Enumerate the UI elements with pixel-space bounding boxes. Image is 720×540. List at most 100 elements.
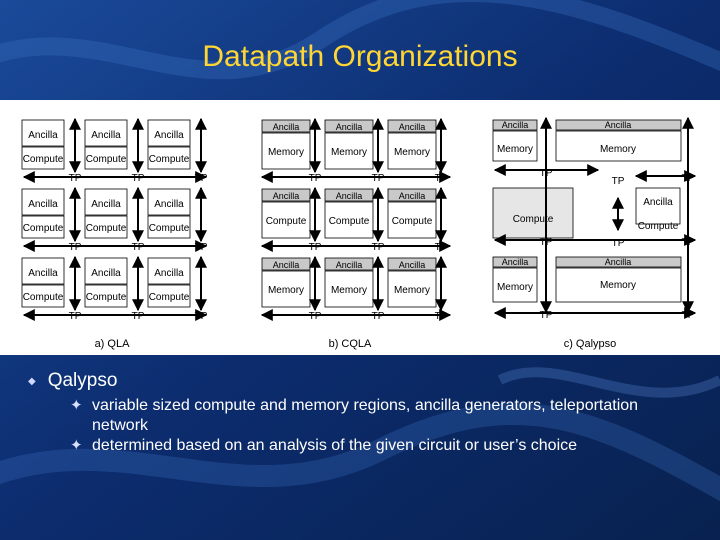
ancilla-cell (492, 256, 538, 268)
memory-label: Memory (331, 285, 367, 296)
ancilla-label: Ancilla (91, 268, 121, 279)
ancilla-label: Ancilla (336, 260, 363, 270)
subbullet-text: variable sized compute and memory region… (92, 397, 639, 434)
compute-cell (492, 187, 574, 239)
compute-label: Compute (392, 216, 433, 227)
memory-label: Memory (268, 147, 304, 158)
subbullet-item: ✦ variable sized compute and memory regi… (70, 396, 668, 436)
datapath-figure: AncillaComputeTPAncillaComputeTPAncillaC… (0, 100, 720, 355)
compute-label: Compute (86, 292, 127, 303)
tp-label: TP (132, 173, 145, 184)
memory-cell (492, 267, 538, 303)
ancilla-label: Ancilla (643, 197, 673, 208)
compute-cell (84, 215, 128, 239)
ancilla-label: Ancilla (336, 191, 363, 201)
tp-label: TP (69, 173, 82, 184)
memory-cell (387, 132, 437, 170)
memory-cell (261, 270, 311, 308)
memory-cell (555, 267, 682, 303)
caption-qalypso: c) Qalypso (564, 338, 617, 350)
tp-label: TP (309, 173, 322, 184)
ancilla-label: Ancilla (502, 120, 529, 130)
ancilla-cell (21, 119, 65, 147)
caption-qla: a) QLA (95, 338, 131, 350)
compute-label: Compute (149, 223, 190, 234)
slide-title: Datapath Organizations (202, 40, 518, 73)
memory-label: Memory (600, 144, 636, 155)
memory-label: Memory (331, 147, 367, 158)
compute-label: Compute (86, 154, 127, 165)
ancilla-cell (147, 119, 191, 147)
ancilla-label: Ancilla (336, 122, 363, 132)
tp-label: TP (372, 173, 385, 184)
star-bullet-icon: ✦ (70, 397, 83, 414)
ancilla-label: Ancilla (28, 268, 58, 279)
tp-label: TP (435, 173, 448, 184)
compute-cell (147, 146, 191, 170)
compute-label: Compute (149, 292, 190, 303)
memory-label: Memory (268, 285, 304, 296)
ancilla-cell (147, 188, 191, 216)
tp-label: TP (435, 311, 448, 322)
ancilla-label: Ancilla (273, 191, 300, 201)
memory-label: Memory (394, 285, 430, 296)
tp-label: TP (195, 311, 208, 322)
bullet-text: Qalypso (47, 370, 118, 391)
subbullet-item: ✦ determined based on an analysis of the… (70, 436, 668, 456)
compute-label: Compute (638, 221, 679, 232)
ancilla-cell (555, 256, 682, 268)
tp-label: TP (69, 311, 82, 322)
memory-cell (324, 270, 374, 308)
tp-label: TP (195, 242, 208, 253)
ancilla-cell (147, 257, 191, 285)
ancilla-cell (84, 119, 128, 147)
ancilla-cell (555, 119, 682, 131)
ancilla-label: Ancilla (399, 191, 426, 201)
compute-cell (21, 146, 65, 170)
compute-label: Compute (86, 223, 127, 234)
compute-cell (324, 201, 374, 239)
memory-label: Memory (600, 280, 636, 291)
compute-label: Compute (329, 216, 370, 227)
compute-cell (147, 215, 191, 239)
ancilla-cell (84, 188, 128, 216)
memory-label: Memory (394, 147, 430, 158)
ancilla-cell (635, 187, 681, 225)
compute-label: Compute (149, 154, 190, 165)
tp-label: TP (69, 242, 82, 253)
bullet-item: ◆ Qalypso (28, 370, 668, 392)
ancilla-label: Ancilla (273, 260, 300, 270)
compute-cell (147, 284, 191, 308)
compute-cell (21, 284, 65, 308)
ancilla-cell (492, 119, 538, 131)
ancilla-label: Ancilla (502, 257, 529, 267)
tp-label: TP (195, 173, 208, 184)
tp-label: TP (612, 176, 625, 187)
ancilla-label: Ancilla (605, 120, 632, 130)
tp-label: TP (435, 242, 448, 253)
ancilla-label: Ancilla (91, 130, 121, 141)
ancilla-label: Ancilla (28, 199, 58, 210)
caption-cqla: b) CQLA (329, 338, 372, 350)
tp-label: TP (372, 242, 385, 253)
memory-cell (555, 130, 682, 162)
tp-label: TP (372, 311, 385, 322)
memory-label: Memory (497, 282, 533, 293)
bullet-diamond-icon: ◆ (28, 375, 36, 387)
ancilla-cell (21, 257, 65, 285)
subbullet-text: determined based on an analysis of the g… (92, 437, 578, 454)
compute-label: Compute (23, 154, 64, 165)
ancilla-label: Ancilla (605, 257, 632, 267)
memory-cell (261, 132, 311, 170)
memory-label: Memory (497, 144, 533, 155)
star-bullet-icon: ✦ (70, 437, 83, 454)
ancilla-cell (21, 188, 65, 216)
subbullet-list: ✦ variable sized compute and memory regi… (70, 396, 668, 456)
compute-cell (84, 146, 128, 170)
compute-label: Compute (23, 223, 64, 234)
tp-label: TP (309, 242, 322, 253)
compute-label: Compute (513, 214, 554, 225)
ancilla-cell (84, 257, 128, 285)
tp-label: TP (132, 242, 145, 253)
memory-cell (492, 130, 538, 162)
